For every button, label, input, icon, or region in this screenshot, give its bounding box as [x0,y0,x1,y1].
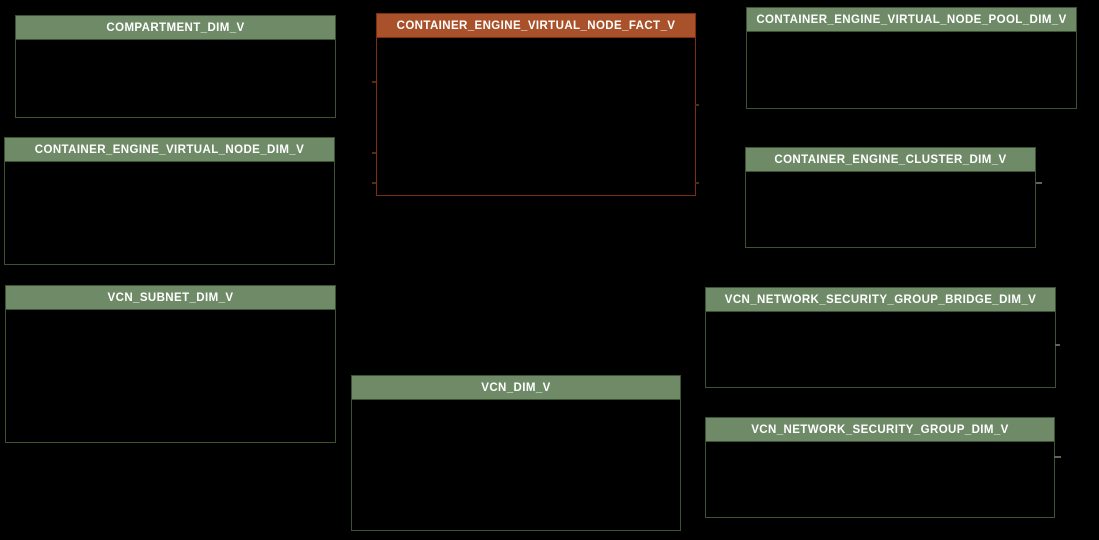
table-body [706,312,1055,387]
table-body [377,38,695,195]
table-header[interactable]: CONTAINER_ENGINE_VIRTUAL_NODE_DIM_V [5,138,334,162]
table-title: CONTAINER_ENGINE_CLUSTER_DIM_V [774,153,1007,166]
connector-stub [695,104,699,106]
connector-stub [1055,344,1060,346]
table-container-engine-virtual-node-fact-v[interactable]: CONTAINER_ENGINE_VIRTUAL_NODE_FACT_V [376,13,696,196]
table-header[interactable]: CONTAINER_ENGINE_CLUSTER_DIM_V [746,148,1035,172]
table-body [747,32,1076,108]
table-vcn-dim-v[interactable]: VCN_DIM_V [351,375,681,531]
table-header[interactable]: VCN_DIM_V [352,376,680,400]
table-body [16,40,335,117]
table-title: COMPARTMENT_DIM_V [106,21,245,34]
table-title: CONTAINER_ENGINE_VIRTUAL_NODE_POOL_DIM_V [756,13,1067,26]
table-body [5,162,334,264]
table-header[interactable]: CONTAINER_ENGINE_VIRTUAL_NODE_FACT_V [377,14,695,38]
table-title: CONTAINER_ENGINE_VIRTUAL_NODE_DIM_V [34,143,305,156]
table-vcn-network-security-group-dim-v[interactable]: VCN_NETWORK_SECURITY_GROUP_DIM_V [705,417,1055,518]
table-container-engine-virtual-node-pool-dim-v[interactable]: CONTAINER_ENGINE_VIRTUAL_NODE_POOL_DIM_V [746,7,1077,109]
table-header[interactable]: VCN_NETWORK_SECURITY_GROUP_BRIDGE_DIM_V [706,288,1055,312]
table-container-engine-virtual-node-dim-v[interactable]: CONTAINER_ENGINE_VIRTUAL_NODE_DIM_V [4,137,335,265]
table-header[interactable]: COMPARTMENT_DIM_V [16,16,335,40]
table-body [6,310,335,442]
table-title: VCN_NETWORK_SECURITY_GROUP_DIM_V [751,423,1009,436]
table-body [746,172,1035,247]
table-body [352,400,680,530]
table-body [706,442,1054,517]
table-vcn-subnet-dim-v[interactable]: VCN_SUBNET_DIM_V [5,285,336,443]
connector-stub [1054,456,1061,458]
connector-stub [372,152,376,154]
connector-stub [1036,182,1042,184]
connector-stub [372,182,376,184]
table-header[interactable]: VCN_SUBNET_DIM_V [6,286,335,310]
table-title: VCN_DIM_V [481,381,551,394]
table-container-engine-cluster-dim-v[interactable]: CONTAINER_ENGINE_CLUSTER_DIM_V [745,147,1036,248]
table-header[interactable]: VCN_NETWORK_SECURITY_GROUP_DIM_V [706,418,1054,442]
table-title: VCN_NETWORK_SECURITY_GROUP_BRIDGE_DIM_V [724,293,1037,306]
table-compartment-dim-v[interactable]: COMPARTMENT_DIM_V [15,15,336,118]
connector-stub [372,81,376,83]
table-header[interactable]: CONTAINER_ENGINE_VIRTUAL_NODE_POOL_DIM_V [747,8,1076,32]
connector-stub [695,182,699,184]
table-title: VCN_SUBNET_DIM_V [107,291,234,304]
table-title: CONTAINER_ENGINE_VIRTUAL_NODE_FACT_V [396,19,676,32]
table-vcn-network-security-group-bridge-dim-v[interactable]: VCN_NETWORK_SECURITY_GROUP_BRIDGE_DIM_V [705,287,1056,388]
